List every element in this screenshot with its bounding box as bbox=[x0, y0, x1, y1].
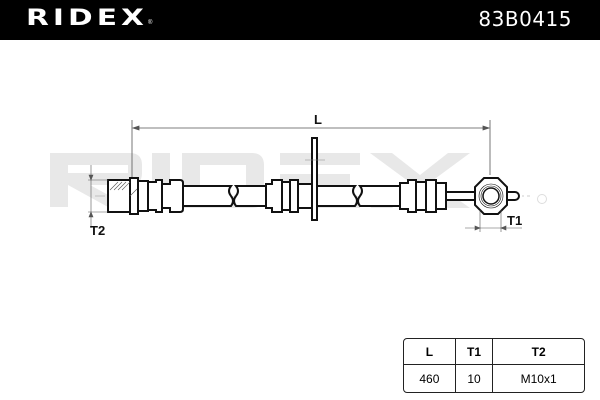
label-l: L bbox=[314, 112, 322, 127]
dimension-t2 bbox=[88, 165, 108, 228]
spec-table: L T1 T2 460 10 M10x1 bbox=[403, 338, 585, 393]
label-t1: T1 bbox=[507, 213, 522, 228]
part-number: 83B0415 bbox=[478, 7, 572, 31]
spec-value-t2: M10x1 bbox=[492, 364, 584, 392]
hose-body bbox=[107, 137, 520, 221]
registered-mark: ® bbox=[148, 20, 153, 26]
brand-logo: RIDEX bbox=[26, 6, 149, 31]
spec-header-l: L bbox=[404, 339, 456, 365]
spec-header-t1: T1 bbox=[454, 339, 494, 365]
spec-value-row: 460 10 M10x1 bbox=[404, 364, 584, 392]
label-t2: T2 bbox=[90, 223, 105, 238]
spec-value-l: 460 bbox=[404, 364, 456, 392]
dimension-t1 bbox=[465, 210, 522, 232]
spec-header-row: L T1 T2 bbox=[404, 339, 584, 365]
fitting-hatch bbox=[109, 181, 138, 197]
spec-value-t1: 10 bbox=[454, 364, 494, 392]
header-bar: RIDEX ® 83B0415 bbox=[0, 0, 600, 40]
hose-drawing: L bbox=[50, 112, 547, 238]
spec-header-t2: T2 bbox=[492, 339, 584, 365]
